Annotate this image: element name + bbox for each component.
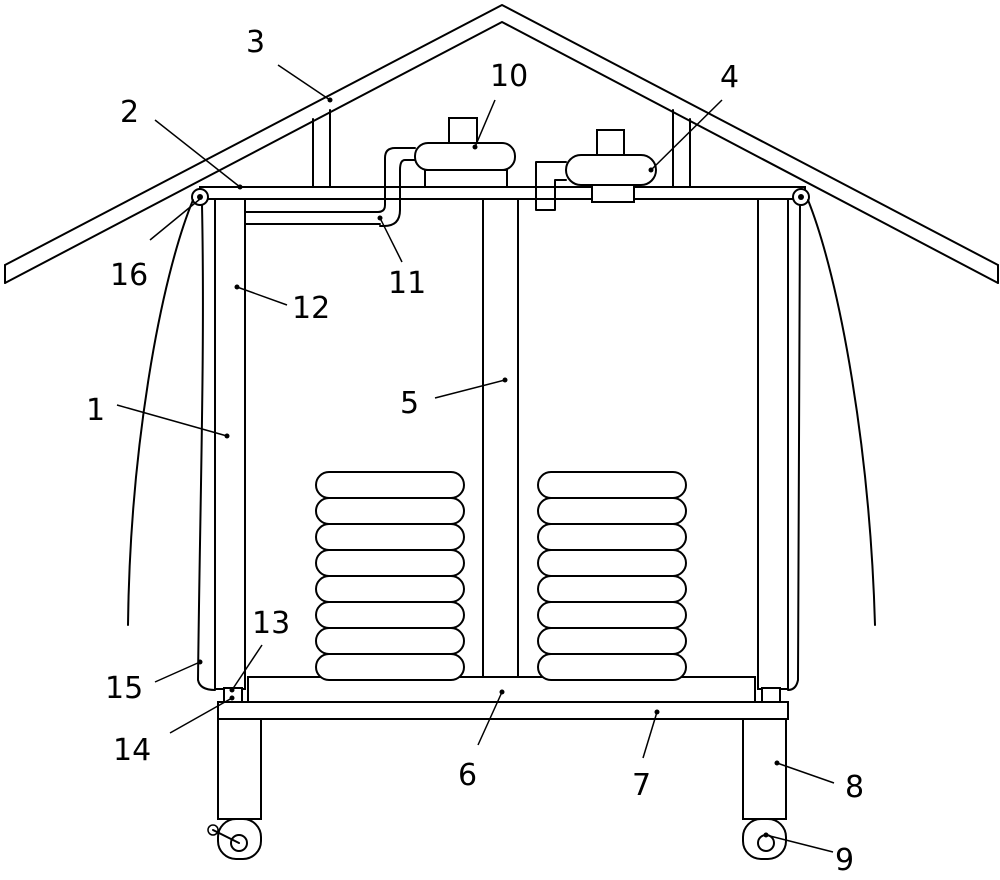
wheels xyxy=(207,818,787,860)
folded-garment xyxy=(315,549,465,577)
reference-numerals: 3 2 10 4 11 12 1 5 6 7 8 9 16 15 13 14 xyxy=(86,25,864,878)
clothes-stack-right xyxy=(537,471,687,681)
label-5: 5 xyxy=(400,386,419,421)
heater-unit xyxy=(244,117,516,227)
folded-garment xyxy=(537,523,687,551)
roof xyxy=(4,4,999,284)
label-9: 9 xyxy=(835,843,854,878)
folded-garment xyxy=(537,575,687,603)
label-6: 6 xyxy=(458,758,477,793)
label-14: 14 xyxy=(113,733,151,768)
folded-garment xyxy=(315,627,465,655)
left-post xyxy=(214,198,246,690)
right-post xyxy=(757,198,789,690)
folded-garment xyxy=(537,653,687,681)
label-4: 4 xyxy=(720,60,739,95)
folded-garment xyxy=(537,627,687,655)
label-10: 10 xyxy=(490,59,528,94)
center-partition xyxy=(482,198,519,678)
folded-garment xyxy=(537,601,687,629)
curtain-clamps xyxy=(223,687,781,703)
leader-dots xyxy=(197,97,780,838)
folded-garment xyxy=(315,653,465,681)
cabinet-frame xyxy=(214,198,789,690)
label-15: 15 xyxy=(105,671,143,706)
label-2: 2 xyxy=(120,95,139,130)
pulleys xyxy=(191,188,810,206)
label-11: 11 xyxy=(388,266,426,301)
clothes-stack-left xyxy=(315,471,465,681)
legs xyxy=(217,718,787,820)
folded-garment xyxy=(537,549,687,577)
label-7: 7 xyxy=(632,768,651,803)
fan-unit xyxy=(535,129,657,211)
folded-garment xyxy=(315,497,465,525)
label-1: 1 xyxy=(86,393,105,428)
folded-garment xyxy=(315,471,465,499)
leader-lines xyxy=(116,64,835,853)
label-13: 13 xyxy=(252,606,290,641)
drain-tray xyxy=(247,676,756,703)
curtains xyxy=(127,199,876,691)
folded-garment xyxy=(315,575,465,603)
label-12: 12 xyxy=(292,291,330,326)
label-3: 3 xyxy=(246,25,265,60)
folded-garment xyxy=(537,471,687,499)
label-16: 16 xyxy=(110,258,148,293)
folded-garment xyxy=(315,523,465,551)
folded-garment xyxy=(315,601,465,629)
base-plate xyxy=(217,701,789,720)
folded-garment xyxy=(537,497,687,525)
label-8: 8 xyxy=(845,770,864,805)
top-beam xyxy=(199,186,806,200)
